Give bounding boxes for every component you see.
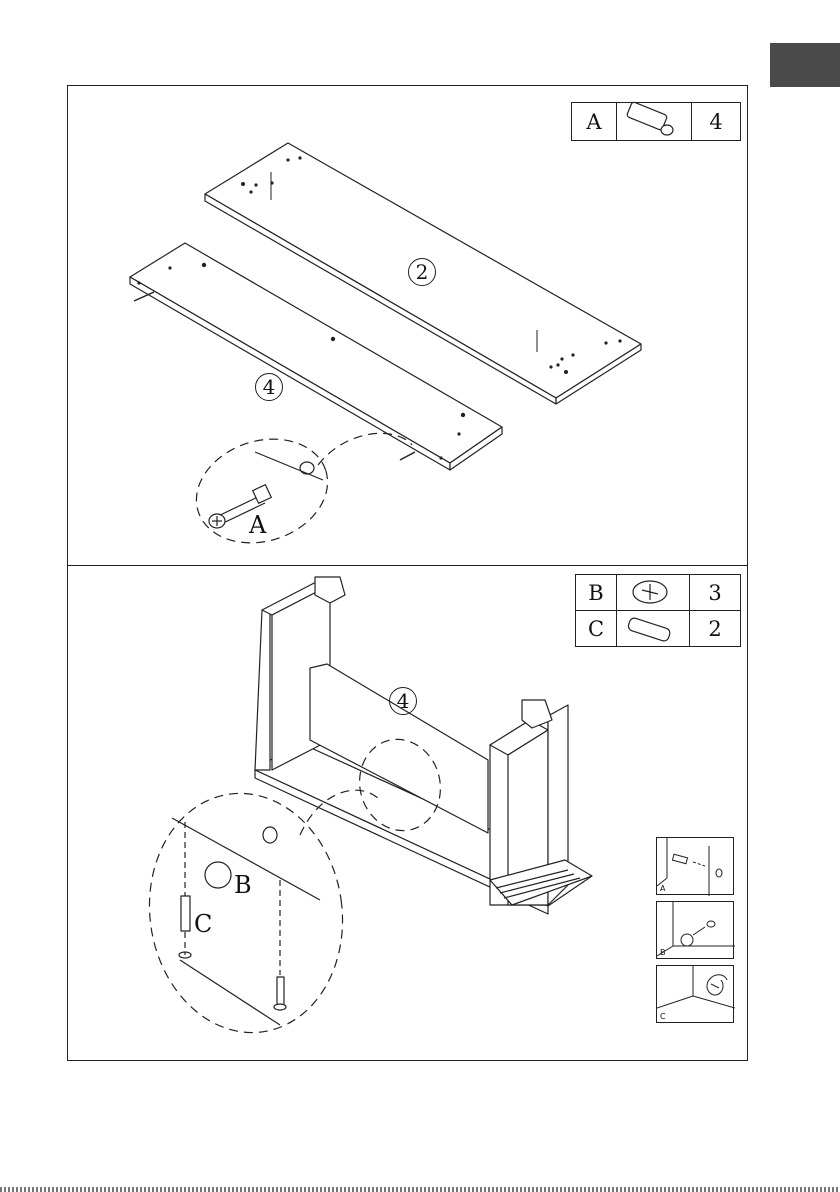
board-2-label: 2: [408, 258, 436, 286]
part-qty: 3: [690, 575, 741, 611]
inset-step-b-label: B: [660, 948, 666, 957]
inset-step-a-drawing: [657, 838, 735, 896]
frame-board-4-label: 4: [389, 687, 417, 715]
part-qty: 2: [690, 611, 741, 647]
board-4-label: 4: [255, 373, 283, 401]
cam-bolt-detail: [183, 423, 412, 560]
parts-table-step1: A 4: [571, 102, 741, 141]
cam-lock-icon-cell: [617, 575, 690, 611]
inset-step-c-drawing: [657, 966, 735, 1024]
detail-callout-b: B: [234, 873, 252, 897]
inset-step-c-label: C: [660, 1012, 666, 1021]
cam-bolt-icon-cell: [617, 103, 692, 141]
detail-callout-a: A: [249, 513, 266, 537]
inset-step-b-drawing: [657, 902, 735, 960]
part-letter: A: [572, 103, 617, 141]
detail-callout-c: C: [194, 912, 212, 936]
part-qty: 4: [692, 103, 741, 141]
stand-frame-illustration: [255, 577, 592, 914]
inset-step-a: A: [656, 837, 734, 895]
inset-step-c: C: [656, 965, 734, 1023]
parts-table-step2: B 3 C 2: [575, 574, 741, 647]
part-letter: C: [576, 611, 617, 647]
wooden-dowel-icon-cell: [617, 611, 690, 647]
inset-step-b: B: [656, 901, 734, 959]
part-letter: B: [576, 575, 617, 611]
page-bottom-edge: [0, 1187, 840, 1192]
inset-step-a-label: A: [660, 884, 665, 893]
